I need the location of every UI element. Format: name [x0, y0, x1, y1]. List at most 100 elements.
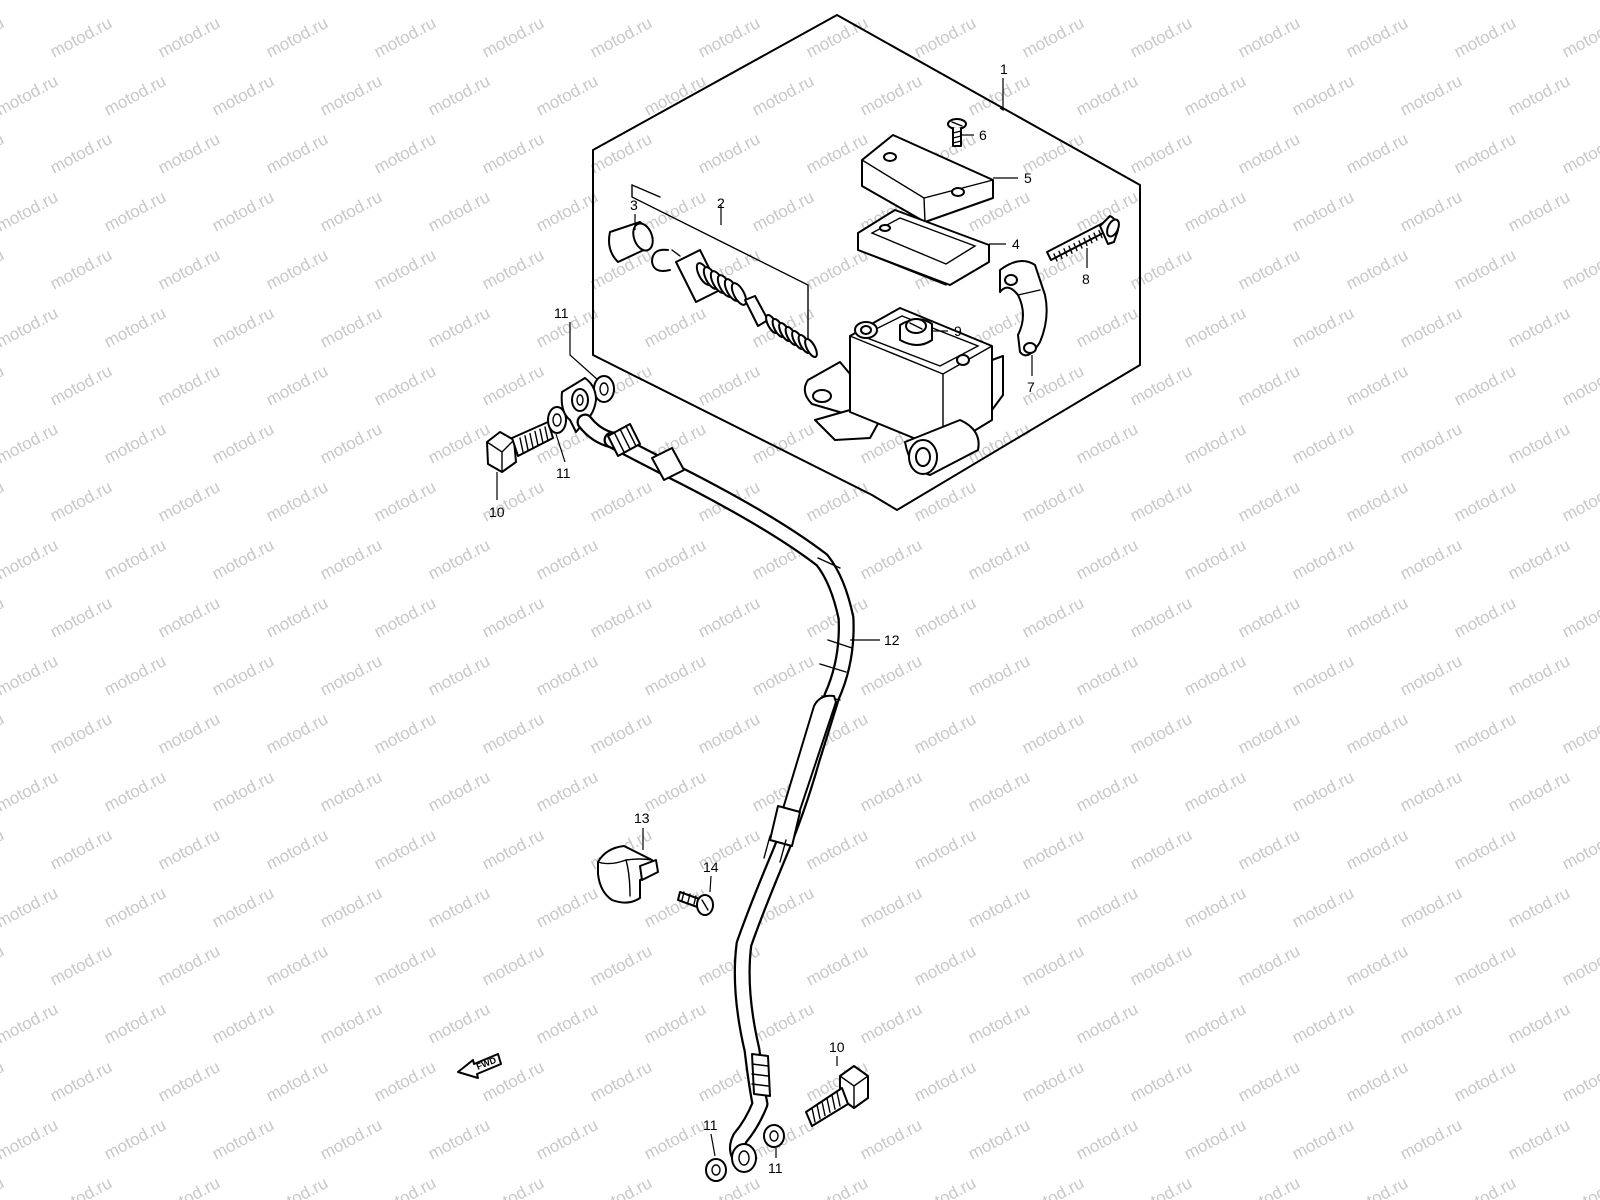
watermark-text: motod.ru	[1127, 361, 1195, 409]
bolt-thread	[836, 1091, 841, 1107]
watermark-text: motod.ru	[1019, 709, 1087, 757]
watermark-text: motod.ru	[155, 477, 223, 525]
callout-11-upper-b: 11	[556, 465, 571, 481]
washer-lower-right	[763, 1124, 785, 1148]
watermark-text: motod.ru	[101, 0, 169, 4]
watermark-text: motod.ru	[695, 361, 763, 409]
watermark-text: motod.ru	[47, 361, 115, 409]
watermark-text: motod.ru	[857, 999, 925, 1047]
watermark-text: motod.ru	[587, 941, 655, 989]
watermark-text: motod.ru	[965, 535, 1033, 583]
watermark-text: motod.ru	[209, 419, 277, 467]
watermark-text: motod.ru	[911, 13, 979, 61]
watermark-text: motod.ru	[1289, 1115, 1357, 1163]
bolt-thread	[816, 1104, 821, 1120]
watermark-text: motod.ru	[1127, 941, 1195, 989]
watermark-text: motod.ru	[1397, 419, 1465, 467]
watermark-text: motod.ru	[803, 825, 871, 873]
circlip-part	[651, 248, 681, 272]
watermark-text: motod.ru	[425, 767, 493, 815]
watermark-text: motod.ru	[533, 767, 601, 815]
watermark-text: motod.ru	[1451, 1057, 1519, 1105]
watermark-text: motod.ru	[101, 999, 169, 1047]
watermark-text: motod.ru	[641, 651, 709, 699]
bolt-thread	[529, 432, 534, 449]
watermark-text: motod.ru	[101, 187, 169, 235]
watermark-text: motod.ru	[965, 1115, 1033, 1163]
watermark-text: motod.ru	[1397, 883, 1465, 931]
watermark-text: motod.ru	[371, 825, 439, 873]
watermark-text: motod.ru	[209, 71, 277, 119]
watermark-text: motod.ru	[587, 709, 655, 757]
watermark-text: motod.ru	[857, 1115, 925, 1163]
washer-lower-left	[705, 1158, 727, 1182]
watermark-text: motod.ru	[209, 303, 277, 351]
watermark-text: motod.ru	[0, 0, 61, 4]
watermark-text: motod.ru	[1181, 187, 1249, 235]
watermark-text: motod.ru	[1451, 361, 1519, 409]
watermark-text: motod.ru	[1343, 477, 1411, 525]
watermark-text: motod.ru	[1343, 129, 1411, 177]
watermark-text: motod.ru	[1127, 129, 1195, 177]
watermark-text: motod.ru	[911, 709, 979, 757]
watermark-text: motod.ru	[1505, 303, 1573, 351]
watermark-text: motod.ru	[317, 651, 385, 699]
watermark-text: motod.ru	[1289, 767, 1357, 815]
watermark-text: motod.ru	[1343, 13, 1411, 61]
watermark-text: motod.ru	[587, 593, 655, 641]
watermark-text: motod.ru	[371, 941, 439, 989]
watermark-text: motod.ru	[1343, 709, 1411, 757]
watermark-text: motod.ru	[0, 593, 7, 641]
watermark-text: motod.ru	[803, 477, 871, 525]
watermark-text: motod.ru	[1289, 303, 1357, 351]
watermark-text: motod.ru	[857, 767, 925, 815]
callout-7: 7	[1027, 379, 1035, 395]
watermark-text: motod.ru	[371, 245, 439, 293]
watermark-text: motod.ru	[695, 593, 763, 641]
bolt-thread	[534, 430, 539, 447]
watermark-text: motod.ru	[1505, 535, 1573, 583]
watermark-text: motod.ru	[101, 651, 169, 699]
watermark-text: motod.ru	[641, 999, 709, 1047]
watermark-text: motod.ru	[857, 651, 925, 699]
watermark-text: motod.ru	[1451, 709, 1519, 757]
watermark-text: motod.ru	[1343, 825, 1411, 873]
watermark-text: motod.ru	[209, 651, 277, 699]
watermark-text: motod.ru	[1289, 999, 1357, 1047]
diaphragm-part-4	[857, 209, 990, 286]
bolt-thread	[1093, 232, 1098, 241]
callout-12: 12	[884, 632, 900, 648]
watermark-text: motod.ru	[857, 0, 925, 4]
watermark-text: motod.ru	[533, 651, 601, 699]
watermark-text: motod.ru	[1019, 941, 1087, 989]
watermark-text: motod.ru	[1073, 767, 1141, 815]
watermark-text: motod.ru	[317, 767, 385, 815]
watermark-text: motod.ru	[0, 1115, 61, 1163]
callout-10-lower: 10	[829, 1039, 845, 1055]
clamp-part-7	[999, 260, 1048, 357]
watermark-text: motod.ru	[47, 129, 115, 177]
watermark-text: motod.ru	[857, 535, 925, 583]
watermark-text: motod.ru	[1505, 651, 1573, 699]
watermark-text: motod.ru	[1397, 535, 1465, 583]
callout-8: 8	[1082, 271, 1090, 287]
watermark-text: motod.ru	[1235, 825, 1303, 873]
bolt-thread	[1068, 245, 1073, 254]
watermark-text: motod.ru	[533, 71, 601, 119]
watermark-text: motod.ru	[479, 13, 547, 61]
watermark-text: motod.ru	[911, 593, 979, 641]
watermark-text: motod.ru	[209, 883, 277, 931]
watermark-text: motod.ru	[425, 999, 493, 1047]
callout-11-lower-b: 11	[768, 1160, 783, 1176]
watermark-text: motod.ru	[1343, 1057, 1411, 1105]
watermark-text: motod.ru	[533, 535, 601, 583]
watermark-text: motod.ru	[317, 535, 385, 583]
watermark-text: motod.ru	[533, 883, 601, 931]
callout-labels: 1 2 3 4 5 6 7 8 9 10 10 11 11 11 11 12 1…	[489, 61, 1090, 1176]
watermark-text: motod.ru	[371, 477, 439, 525]
watermark-text: motod.ru	[1397, 303, 1465, 351]
watermark-text: motod.ru	[1289, 419, 1357, 467]
watermark-text: motod.ru	[1505, 419, 1573, 467]
watermark-text: motod.ru	[1181, 419, 1249, 467]
watermark-text: motod.ru	[1559, 477, 1600, 525]
